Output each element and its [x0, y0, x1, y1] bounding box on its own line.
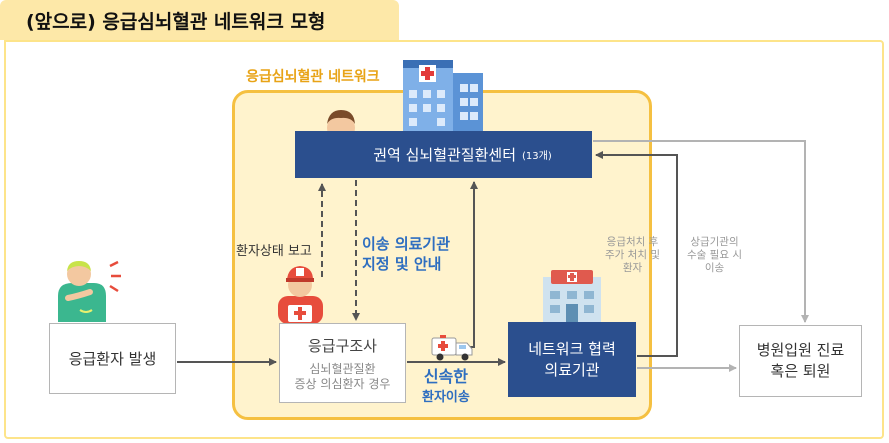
note-left-3: 환자	[622, 262, 643, 274]
destination-line2: 혹은 퇴원	[770, 362, 831, 380]
edge-partner-to-center	[595, 151, 678, 357]
note-left-1: 응급처치 후	[606, 236, 659, 248]
paramedic-icon	[278, 266, 323, 324]
emergency-patient-label: 응급환자 발생	[68, 350, 157, 368]
outer-frame	[4, 40, 884, 439]
note-higher-institution: 상급기관의 수술 필요 시 이송	[687, 236, 742, 275]
regional-center-node: 권역 심뇌혈관질환센터 (13개)	[295, 131, 592, 178]
regional-center-label: 권역 심뇌혈관질환센터	[373, 146, 517, 164]
destination-node: 병원입원 진료 혹은 퇴원	[739, 325, 862, 397]
patient-chest-pain-icon	[58, 260, 121, 322]
clinic-icon	[543, 270, 601, 323]
edge-ambulance-to-center	[466, 181, 478, 348]
page-title: (앞으로) 응급심뇌혈관 네트워크 모형	[26, 11, 326, 33]
note-right-1: 상급기관의	[690, 236, 739, 248]
note-right-2: 수술 필요 시	[687, 249, 742, 261]
note-right-3: 이송	[704, 262, 725, 274]
rapid-line2: 환자이송	[422, 390, 470, 405]
partner-line1: 네트워크 협력	[528, 339, 616, 358]
emt-subtitle: 심뇌혈관질환 증상 의심환자 경우	[295, 362, 391, 392]
ambulance-icon	[431, 335, 473, 361]
network-label: 응급심뇌혈관 네트워크	[246, 69, 380, 85]
regional-center-count: (13개)	[522, 151, 552, 162]
transfer-instruction-label: 이송 의료기관 지정 및 안내	[362, 234, 450, 274]
hospital-building-icon	[403, 60, 483, 133]
transfer-line1: 이송 의료기관	[362, 235, 451, 253]
emt-title: 응급구조사	[307, 336, 377, 355]
destination-line1: 병원입원 진료	[756, 341, 845, 359]
note-left-2: 주가 처치 및	[605, 249, 660, 261]
emt-sub-line2: 증상 의심환자 경우	[294, 376, 391, 391]
partner-line2: 의료기관	[544, 360, 600, 379]
title-tab	[0, 0, 399, 40]
partner-hospital-node: 네트워크 협력 의료기관	[508, 322, 636, 397]
status-report-label: 환자상태 보고	[236, 244, 312, 259]
emergency-patient-node: 응급환자 발생	[49, 323, 176, 394]
rapid-transport-label: 신속한 환자이송	[422, 366, 470, 408]
rapid-line1: 신속한	[423, 367, 468, 386]
transfer-line2: 지정 및 안내	[362, 255, 442, 273]
edge-center-to-destination	[593, 140, 809, 323]
note-first-aid: 응급처치 후 주가 처치 및 환자	[605, 236, 660, 275]
emt-sub-line1: 심뇌혈관질환	[309, 361, 376, 376]
emt-node: 응급구조사 심뇌혈관질환 증상 의심환자 경우	[279, 323, 406, 403]
